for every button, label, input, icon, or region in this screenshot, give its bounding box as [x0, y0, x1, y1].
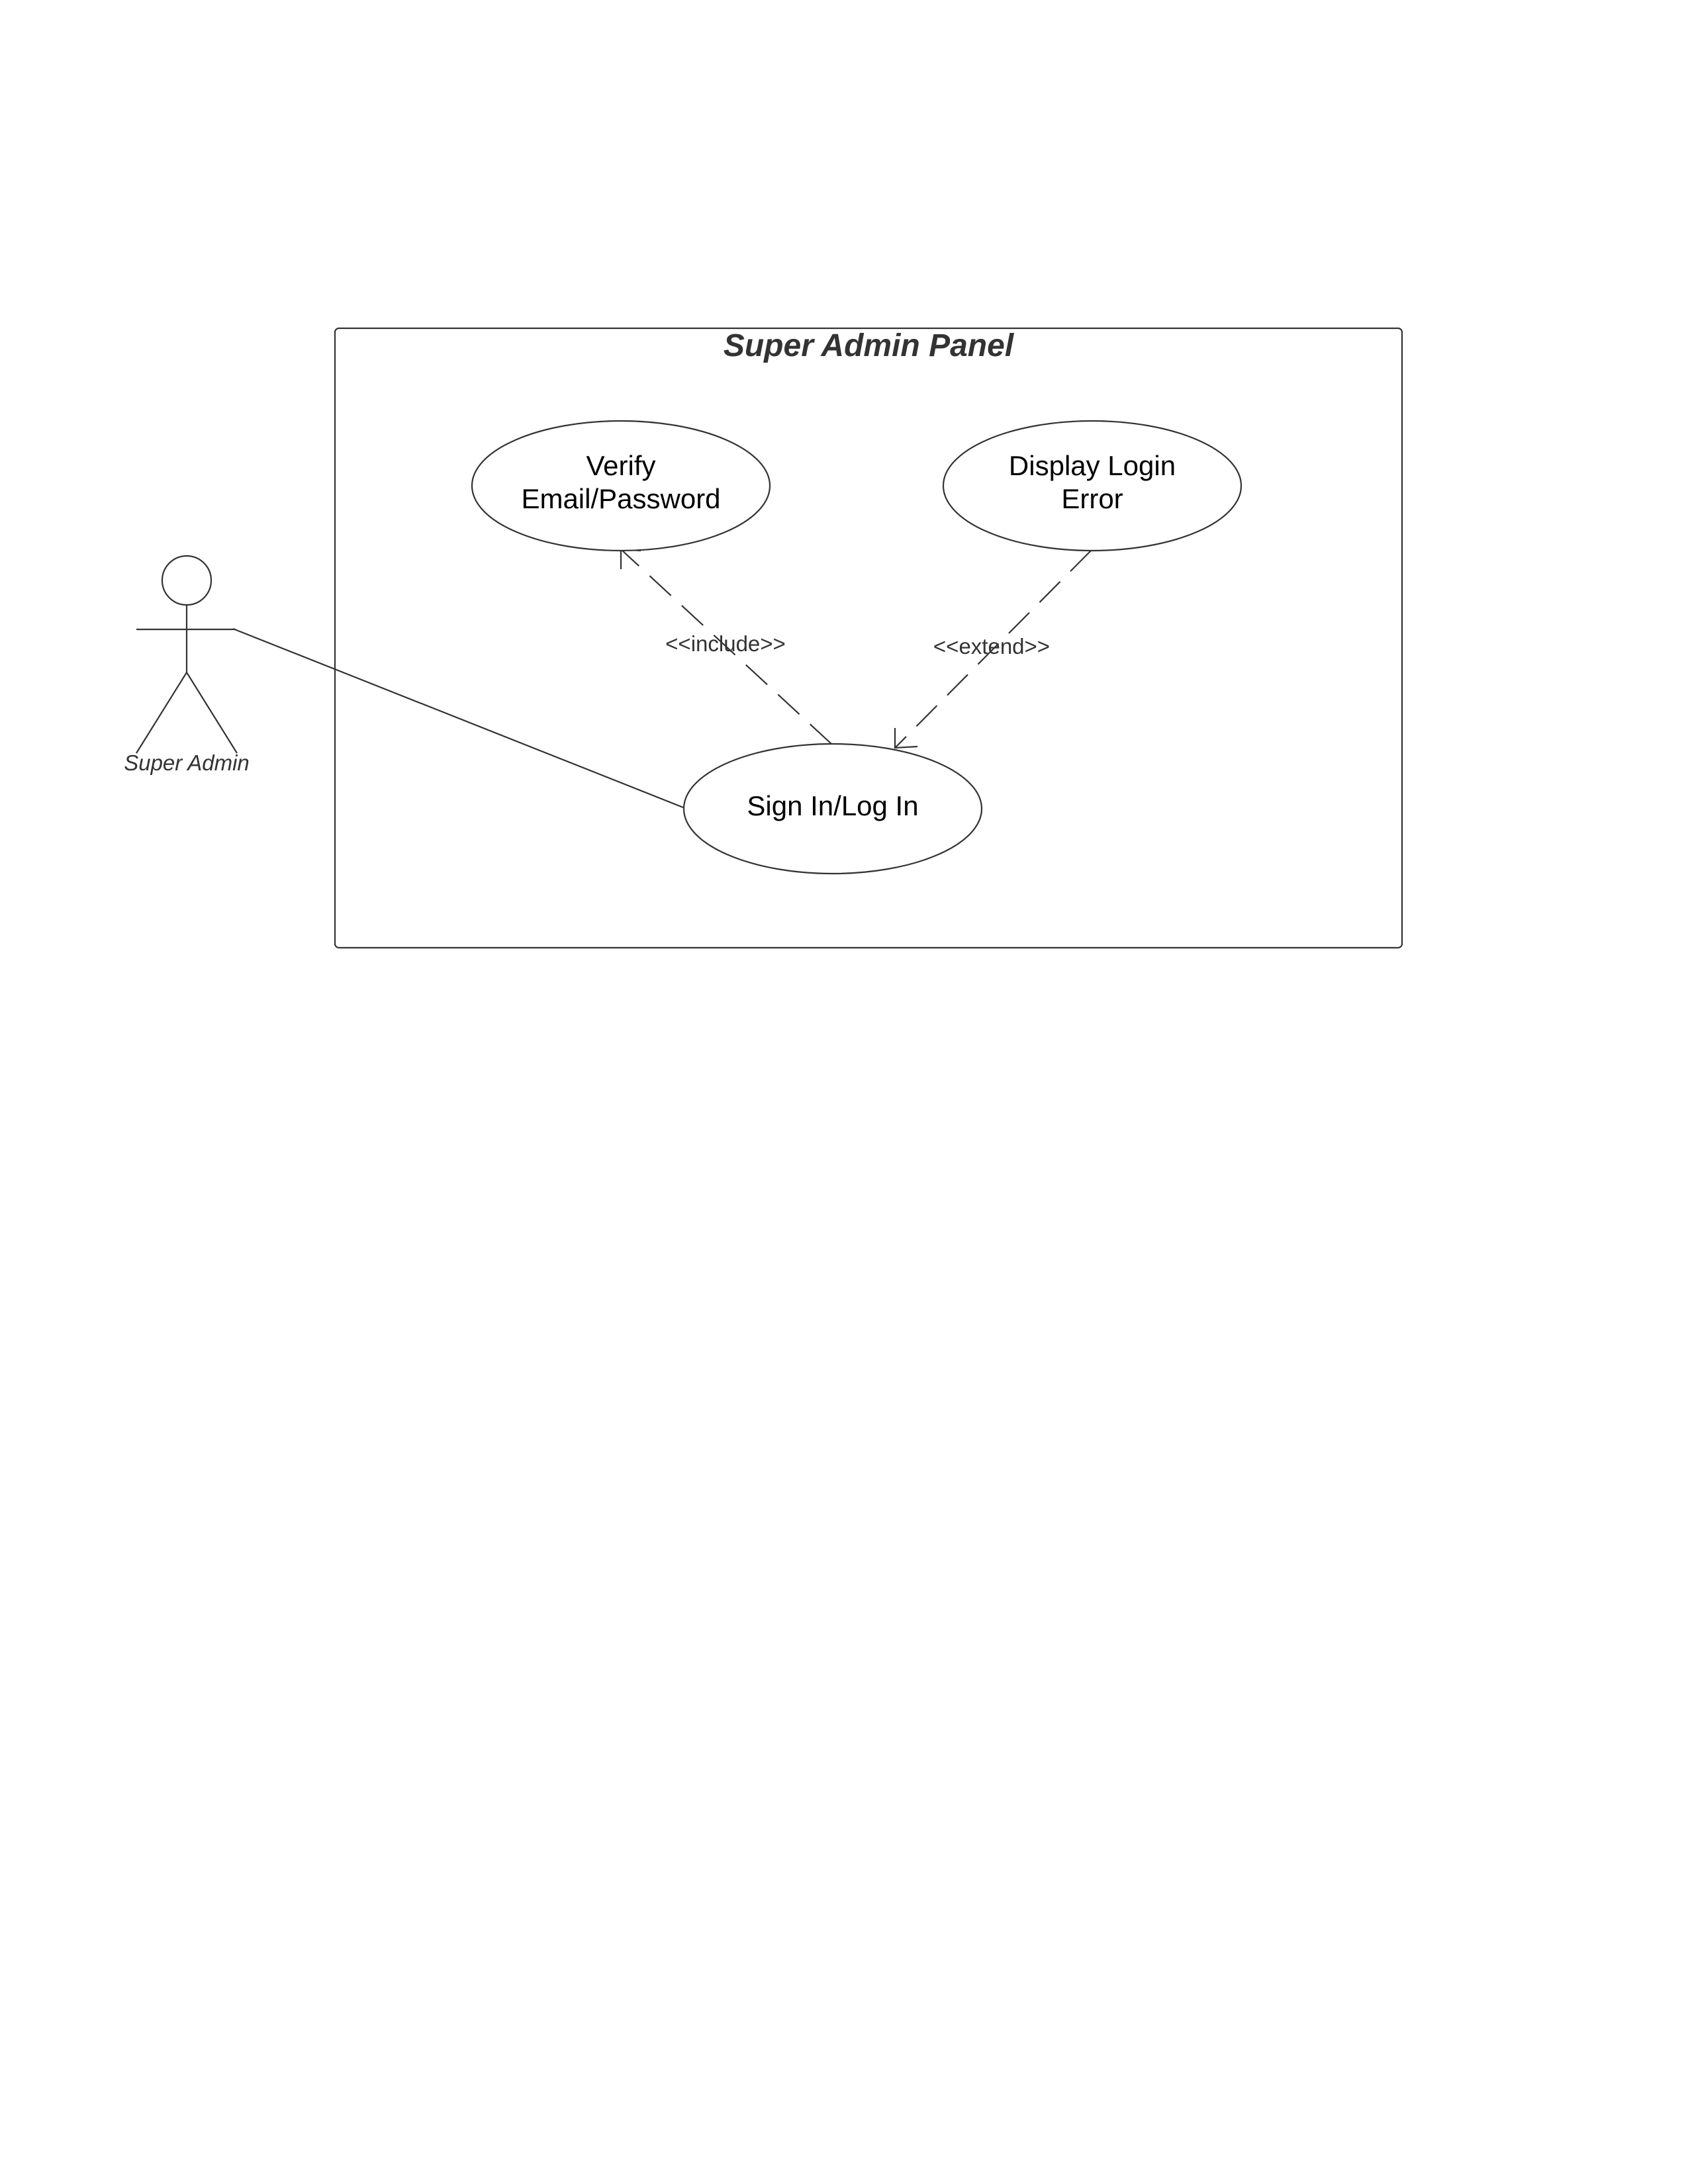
svg-text:Email/Password: Email/Password — [521, 483, 720, 514]
svg-text:Error: Error — [1061, 483, 1123, 514]
actor-right-leg — [186, 672, 238, 754]
usecase-display-error-line2: Error — [1061, 483, 1123, 514]
actor-head — [161, 555, 212, 606]
actor-label: Super Admin — [124, 751, 250, 775]
svg-text:Sign In/Log In: Sign In/Log In — [747, 790, 918, 821]
usecase-verify-email-password[interactable]: Verify Email/Password — [471, 420, 771, 552]
extend-line — [894, 550, 1092, 749]
association-line[interactable] — [232, 627, 684, 809]
svg-text:Display Login: Display Login — [1009, 450, 1176, 481]
extend-label: <<extend>> — [933, 634, 1050, 659]
usecase-display-error-line1: Display Login — [1009, 450, 1176, 481]
extend-arrowhead — [894, 728, 918, 749]
usecase-sign-in[interactable]: Sign In/Log In — [682, 743, 983, 875]
extend-relationship[interactable]: <<extend>> — [894, 550, 1092, 749]
boundary-title: Super Admin Panel — [724, 328, 1015, 363]
include-line — [620, 549, 832, 745]
actor-super-admin[interactable]: Super Admin — [124, 555, 250, 775]
usecase-display-login-error[interactable]: Display Login Error — [942, 420, 1243, 552]
usecase-verify-line1: Verify — [586, 450, 655, 481]
svg-text:Verify: Verify — [586, 450, 655, 481]
usecase-sign-in-label: Sign In/Log In — [747, 790, 918, 821]
include-relationship[interactable]: <<include>> — [620, 548, 832, 745]
usecase-verify-line2: Email/Password — [521, 483, 720, 514]
include-label: <<include>> — [665, 631, 786, 656]
actor-left-leg — [136, 672, 187, 754]
